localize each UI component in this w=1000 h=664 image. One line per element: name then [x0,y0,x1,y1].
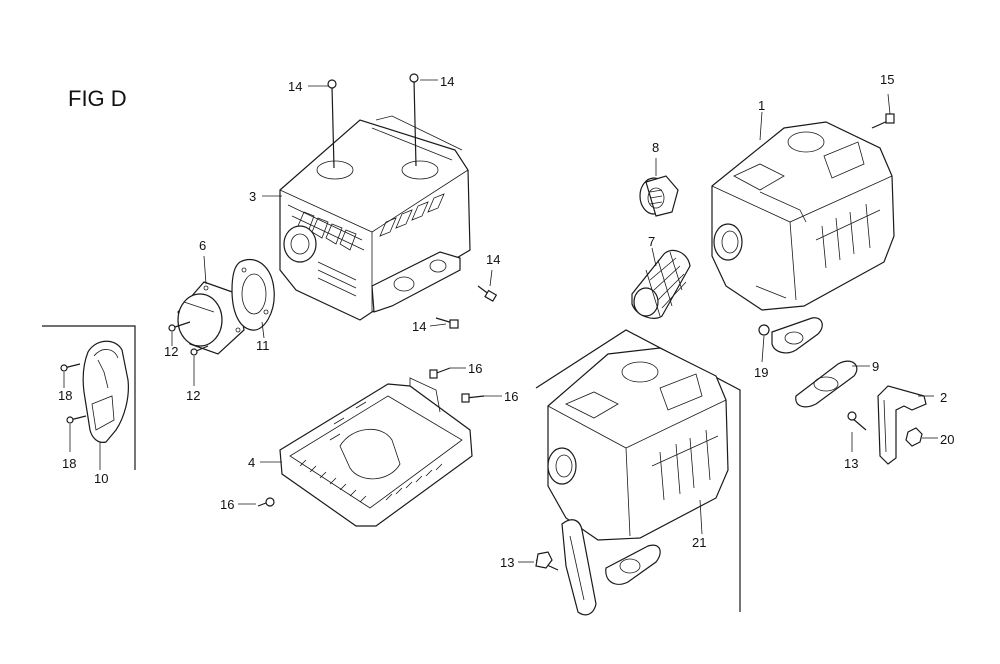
callout-9: 9 [872,359,879,374]
part-13-bolt-right [847,411,867,452]
callout-18: 18 [62,456,76,471]
part-4-base-plate [260,377,473,527]
callout-19: 19 [754,365,768,380]
callout-3: 3 [249,189,256,204]
part-11-gasket [231,259,275,339]
callout-14: 14 [412,319,426,334]
callout-1: 1 [758,98,765,113]
callout-7: 7 [648,234,655,249]
callout-16: 16 [220,497,234,512]
part-16-bolts [238,367,502,507]
callout-12: 12 [164,344,178,359]
callout-2: 2 [940,390,947,405]
callout-10: 10 [94,471,108,486]
callout-14: 14 [288,79,302,94]
callout-6: 6 [199,238,206,253]
part-8-arrester-cap [639,158,679,217]
part-19-gasket [758,317,823,363]
part-12-bolts [168,321,209,386]
callout-labels: 14 14 3 6 11 12 12 14 14 16 16 4 16 18 1… [58,72,954,570]
callout-14: 14 [486,252,500,267]
part-2-bracket [877,385,934,465]
callout-12: 12 [186,388,200,403]
callout-16: 16 [468,361,482,376]
callout-4: 4 [248,455,255,470]
part-21-muffler-assembly [547,347,729,616]
callout-11: 11 [256,338,270,353]
part-15-bolt [871,93,895,129]
callout-21: 21 [692,535,706,550]
callout-13: 13 [844,456,858,471]
part-14-bolts [308,73,498,329]
part-6-cover [177,255,245,355]
callout-14: 14 [440,74,454,89]
callout-20: 20 [940,432,954,447]
part-1-muffler [711,111,895,311]
figure-title: FIG D [68,86,127,111]
part-10-side-cover [42,325,136,470]
part-3-muffler-protector [279,115,471,321]
callout-15: 15 [880,72,894,87]
part-20-nut [905,427,938,447]
callout-8: 8 [652,140,659,155]
callout-16: 16 [504,389,518,404]
part-9-gasket [795,360,870,408]
callout-18: 18 [58,388,72,403]
part-13-bolt-lower [518,551,559,571]
callout-13: 13 [500,555,514,570]
part-18-screws [60,363,87,452]
part-7-screen [631,247,691,319]
